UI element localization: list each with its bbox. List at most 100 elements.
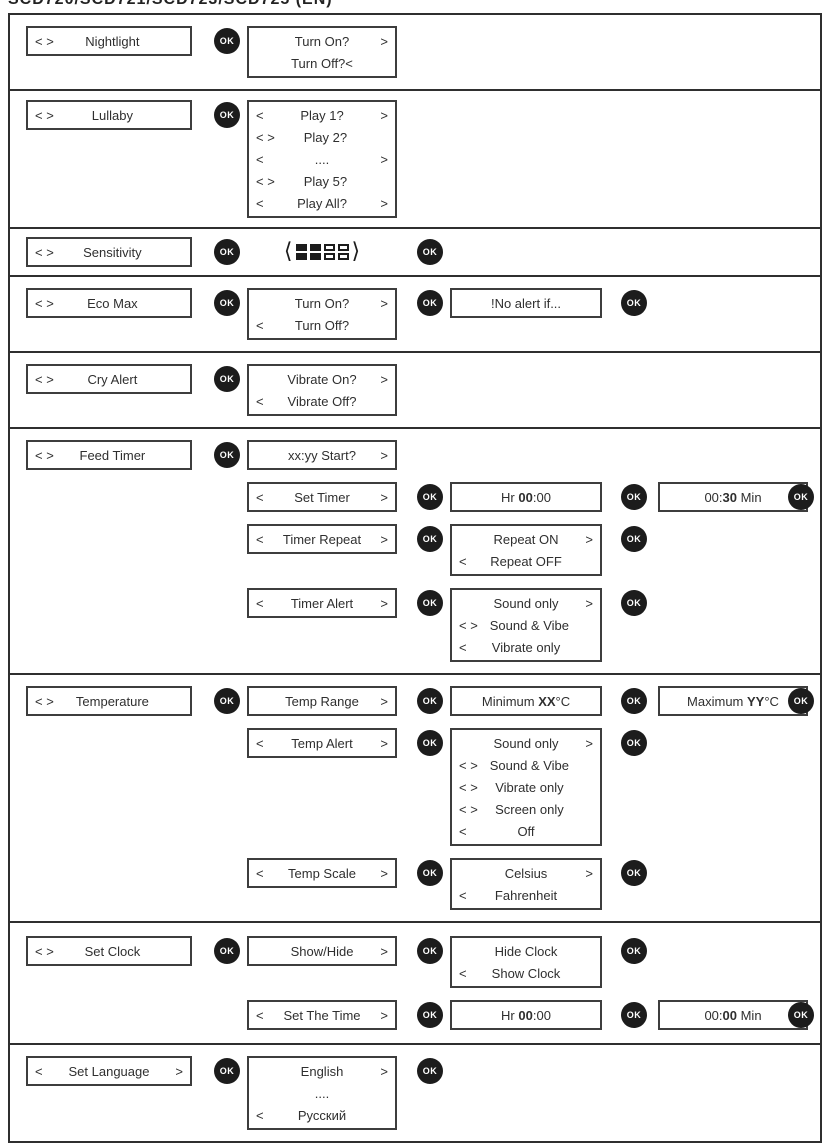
screen-line: <....> <box>256 148 388 170</box>
ok-cell: OK <box>417 860 443 886</box>
screen-line: Maximum YY°C <box>667 690 799 712</box>
screen-line-text: Repeat ON <box>493 531 559 547</box>
screen-line-text: 00:30 Min <box>704 489 762 505</box>
left-arrow-icon: < > <box>459 757 478 773</box>
screen-line-text: Vibrate Off? <box>287 393 357 409</box>
ok-cell: OK <box>417 290 443 316</box>
menu-box-set-clock-cell: < >Set Clock <box>26 936 192 966</box>
screen-line-text: Temp Scale <box>288 865 356 881</box>
ok-cell: OK <box>417 484 443 510</box>
screen-line: < >Play 5? <box>256 170 388 192</box>
screen-line: Minimum XX°C <box>459 690 593 712</box>
screen-temp-scale-menu-cell: <Temp Scale> <box>247 858 397 888</box>
right-arrow-icon: > <box>175 1063 183 1079</box>
screen-temp-alert-options-cell: Sound only>< >Sound & Vibe< >Vibrate onl… <box>450 728 602 846</box>
screen-line-text: Set Clock <box>84 943 141 959</box>
page-title: SCD720/SCD721/SCD723/SCD725 (EN) <box>8 0 834 13</box>
menu-box-eco-max: < >Eco Max <box>26 288 192 318</box>
screen-timer-repeat-on-off-cell: Repeat ON><Repeat OFF <box>450 524 602 576</box>
screen-line: <Fahrenheit <box>459 884 593 906</box>
meter-segment <box>309 244 321 260</box>
screen-line-text: Temperature <box>75 693 149 709</box>
screen-line: <Timer Alert> <box>256 592 388 614</box>
ok-button: OK <box>417 730 443 756</box>
ok-button: OK <box>788 1002 814 1028</box>
screen-line: <Temp Alert> <box>256 732 388 754</box>
screen-temp-range-menu-cell: Temp Range> <box>247 686 397 716</box>
right-arrow-icon: > <box>380 595 388 611</box>
right-arrow-icon: > <box>380 1007 388 1023</box>
screen-line: <Turn Off? <box>256 314 388 336</box>
ok-button: OK <box>417 590 443 616</box>
flow-row: <Temp Alert> OK Sound only> < > Sound & Vibe… <box>10 728 820 846</box>
ok-cell: OK <box>417 239 443 265</box>
screen-timer-alert-options: Sound only>< >Sound & Vibe<Vibrate only <box>450 588 602 662</box>
screen-line-text: .... <box>314 1085 330 1101</box>
ok-cell: OK <box>417 938 443 964</box>
screen-line-text: Nightlight <box>85 33 140 49</box>
screen-line-text: Turn On? <box>294 295 350 311</box>
menu-box-set-language-cell: <Set Language> <box>26 1056 192 1086</box>
ok-cell: OK <box>214 938 240 964</box>
meter-segment <box>337 244 349 260</box>
screen-line: !No alert if... <box>459 292 593 314</box>
ok-button: OK <box>417 484 443 510</box>
screen-line-text: .... <box>314 151 330 167</box>
right-arrow-icon: > <box>380 531 388 547</box>
menu-box-feed-timer: < >Feed Timer <box>26 440 192 470</box>
screen-line-text: Sound & Vibe <box>489 757 570 773</box>
page-title-text: SCD720/SCD721/SCD723/SCD725 (EN) <box>8 0 834 9</box>
screen-clock-hours-cell: Hr 00:00 <box>450 1000 602 1030</box>
ok-cell: OK <box>621 590 647 616</box>
right-arrow-icon: > <box>380 735 388 751</box>
ok-cell: OK <box>214 239 240 265</box>
ok-cell: OK <box>417 1002 443 1028</box>
screen-timer-repeat-on-off: Repeat ON><Repeat OFF <box>450 524 602 576</box>
screen-line-text: Vibrate On? <box>287 371 357 387</box>
left-arrow-icon: < <box>256 489 264 505</box>
screen-set-the-time-menu: <Set The Time> <box>247 1000 397 1030</box>
screen-line: Sound only> <box>459 732 593 754</box>
ok-button: OK <box>214 28 240 54</box>
screen-line: 00:00 Min <box>667 1004 799 1026</box>
screen-temp-range-menu: Temp Range> <box>247 686 397 716</box>
screen-line: < >Feed Timer <box>35 444 183 466</box>
screen-line: 00:30 Min <box>667 486 799 508</box>
screen-timer-alert-options-cell: Sound only>< >Sound & Vibe<Vibrate only <box>450 588 602 662</box>
menu-box-feed-timer-cell: < >Feed Timer <box>26 440 192 470</box>
screen-feed-timer-start: xx:yy Start?> <box>247 440 397 470</box>
ok-button: OK <box>214 442 240 468</box>
ok-cell: OK <box>214 28 240 54</box>
ok-button: OK <box>621 938 647 964</box>
ok-button: OK <box>621 688 647 714</box>
ok-button: OK <box>788 484 814 510</box>
screen-nightlight-on-off: Turn On?>Turn Off?< <box>247 26 397 78</box>
screen-line: Temp Range> <box>256 690 388 712</box>
left-arrow-icon: < <box>459 823 467 839</box>
screen-line-text: Fahrenheit <box>494 887 558 903</box>
screen-line-text: !No alert if... <box>490 295 562 311</box>
screen-line: English> <box>256 1060 388 1082</box>
menu-box-set-language: <Set Language> <box>26 1056 192 1086</box>
left-arrow-icon: < <box>256 195 264 211</box>
screen-line-text: Celsius <box>504 865 548 881</box>
ok-cell: OK <box>621 860 647 886</box>
screen-line: < >Cry Alert <box>35 368 183 390</box>
screen-line: Hr 00:00 <box>459 486 593 508</box>
ok-cell: OK <box>621 1002 647 1028</box>
menu-box-lullaby-cell: < >Lullaby <box>26 100 192 130</box>
screen-line-text: Eco Max <box>87 295 138 311</box>
screen-timer-repeat-menu: <Timer Repeat> <box>247 524 397 554</box>
screen-show-hide-menu: Show/Hide> <box>247 936 397 966</box>
screen-line: < >Nightlight <box>35 30 183 52</box>
flow-row: < >Feed Timer OK xx:yy Start?> <box>10 440 820 470</box>
